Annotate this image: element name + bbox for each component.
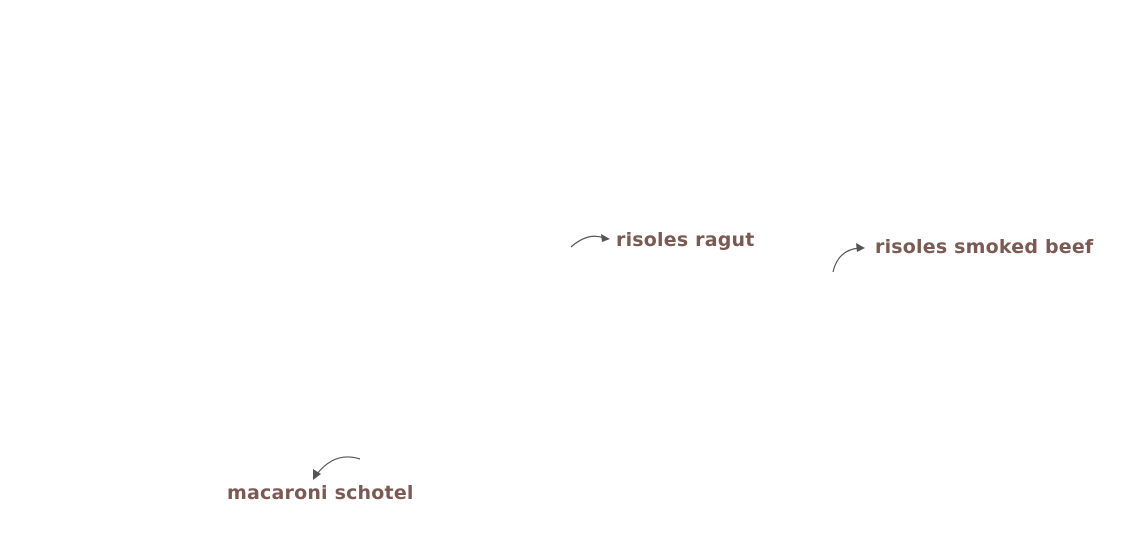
label-risoles-ragut: risoles ragut [616,229,755,251]
label-risoles-smoked-beef: risoles smoked beef [875,236,1094,258]
curved-arrow-icon [313,456,361,480]
label-macaroni-schotel: macaroni schotel [227,482,414,504]
curved-arrow-icon [832,243,865,273]
curved-arrow-icon [570,234,610,248]
